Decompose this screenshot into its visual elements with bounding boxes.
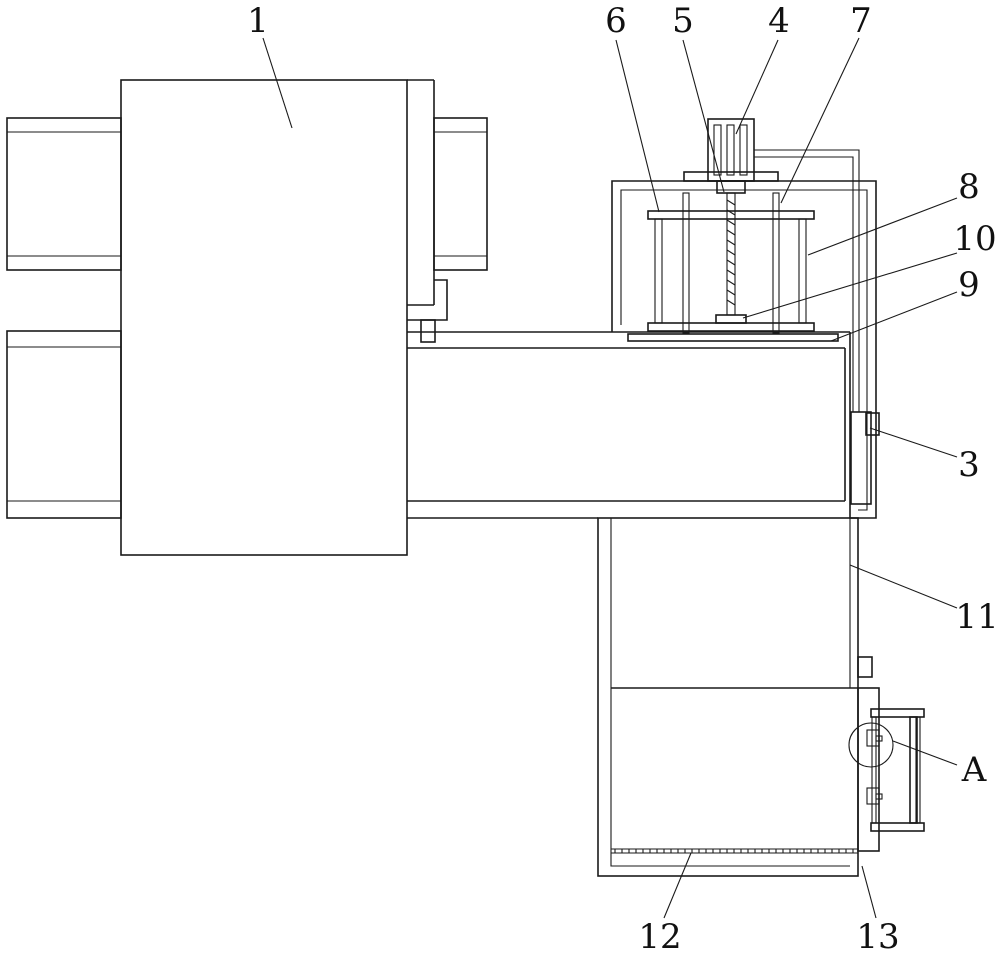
side-fitting [851, 412, 879, 504]
tank-door [849, 688, 924, 851]
left-lower-block [7, 331, 121, 518]
label-A: A [961, 750, 987, 790]
left-upper-block [7, 118, 121, 270]
filter-hatch [615, 849, 853, 853]
label-4: 4 [768, 1, 790, 41]
label-3: 3 [958, 445, 980, 485]
lower-tank [598, 518, 872, 876]
label-8: 8 [958, 167, 980, 207]
right-upper-block [434, 118, 487, 270]
horizontal-duct [407, 332, 850, 518]
reference-labels: 1 6 5 4 7 8 10 9 3 11 A 12 13 [247, 1, 998, 955]
label-11: 11 [955, 597, 998, 637]
label-12: 12 [638, 917, 681, 955]
label-6: 6 [605, 1, 627, 41]
label-10: 10 [953, 219, 996, 259]
label-9: 9 [958, 265, 980, 305]
label-5: 5 [672, 1, 694, 41]
top-frame [612, 119, 876, 518]
label-13: 13 [856, 917, 899, 955]
main-body [121, 80, 447, 555]
label-7: 7 [850, 1, 872, 41]
label-1: 1 [247, 1, 269, 41]
